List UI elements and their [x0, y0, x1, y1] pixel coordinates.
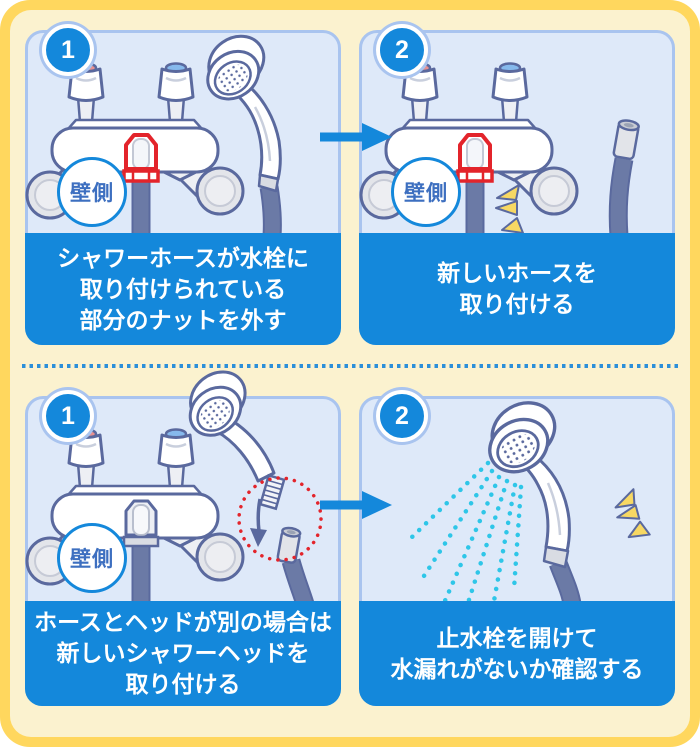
wall-side-label: 壁側 [70, 548, 114, 571]
new-hose-piece [608, 119, 640, 237]
step-panel-4: 止水栓を開けて 水漏れがないか確認する 2 [359, 390, 675, 706]
remove-nut-illustration [28, 24, 282, 237]
step-caption: 新しいホースを 取り付ける [359, 233, 675, 345]
wall-side-badge: 壁側 [57, 157, 127, 227]
spray-dots [407, 460, 524, 606]
red-dashed-circle [237, 476, 323, 562]
step-number-badge: 2 [376, 24, 428, 76]
emphasis-sparkle-icon [610, 487, 651, 543]
step-number-badge: 1 [42, 390, 94, 442]
caption-line: 取り付ける [459, 291, 575, 317]
caption-line: 新しいホースを [437, 260, 597, 286]
step-number: 2 [395, 401, 409, 430]
caption-line: 取り付ける [125, 671, 241, 697]
wall-side-label: 壁側 [404, 182, 448, 205]
shower-head-icon [472, 390, 571, 484]
wall-side-badge: 壁側 [57, 523, 127, 593]
caption-line: 止水栓を開けて [436, 624, 598, 651]
connector-nut-icon [122, 499, 160, 548]
check-leak-illustration [407, 390, 651, 606]
step-caption: 止水栓を開けて 水漏れがないか確認する [359, 601, 675, 706]
caption-line: 取り付けられている [79, 275, 287, 302]
caption-line: シャワーホースが水栓に [57, 244, 309, 271]
caption-line: ホースとヘッドが別の場合は [34, 609, 332, 635]
shower-head-spraying [472, 390, 582, 606]
right-arrow-icon [320, 123, 392, 151]
shower-head-assembly [190, 24, 282, 237]
dotted-separator [22, 364, 678, 368]
step-number: 2 [395, 35, 409, 64]
step-number-badge: 1 [42, 24, 94, 76]
step-panel-3: 壁側 ホースとヘッドが別の場合は 新しいシャワーヘッドを 取り付ける 1 [25, 359, 341, 706]
caption-line: 部分のナットを外す [79, 306, 287, 333]
hose-end-piece [276, 526, 315, 607]
step-number: 1 [61, 35, 75, 64]
caption-line: 水漏れがないか確認する [390, 655, 644, 682]
step-caption: シャワーホースが水栓に 取り付けられている 部分のナットを外す [25, 233, 341, 345]
step-panel-2: 壁側 新しいホースを 取り付ける 2 [359, 24, 675, 345]
shower-head-icon [190, 24, 280, 111]
threaded-end [258, 473, 286, 511]
down-arrow-icon [250, 498, 267, 547]
wall-side-label: 壁側 [70, 182, 114, 205]
attach-head-illustration [28, 359, 323, 607]
step-panel-1: 壁側 シャワーホースが水栓に 取り付けられている 部分のナットを外す 1 [25, 24, 341, 345]
right-arrow-icon [320, 491, 392, 519]
step-number: 1 [61, 401, 75, 430]
wall-side-badge: 壁側 [391, 157, 461, 227]
emphasis-sparkle-icon [495, 184, 524, 234]
step-number-badge: 2 [376, 390, 428, 442]
caption-line: 新しいシャワーヘッドを [56, 640, 310, 666]
attach-hose-illustration [362, 33, 640, 237]
step-caption: ホースとヘッドが別の場合は 新しいシャワーヘッドを 取り付ける [25, 601, 341, 706]
